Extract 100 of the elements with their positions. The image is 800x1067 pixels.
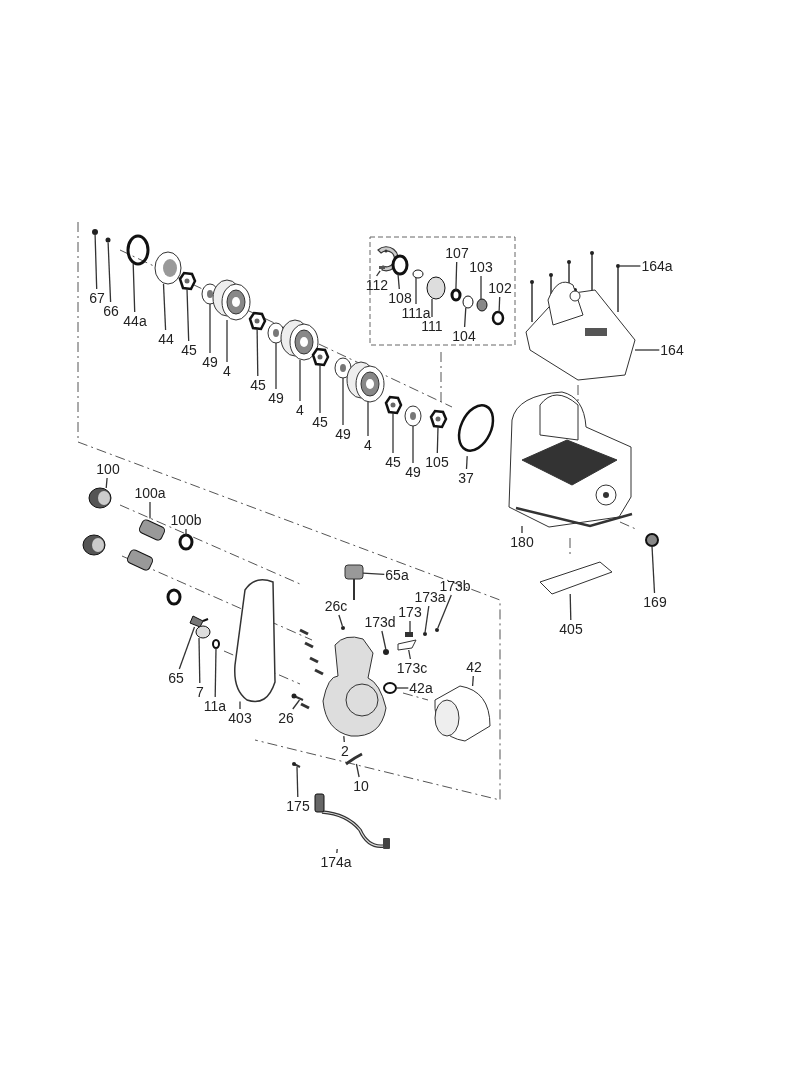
callout-number: 164a	[641, 258, 673, 274]
o-ring	[450, 288, 462, 302]
leader-line	[239, 700, 241, 710]
leader-line	[132, 263, 136, 313]
leader-line	[209, 303, 211, 354]
base-frame	[515, 506, 633, 528]
washer	[404, 405, 422, 427]
hex-nut	[248, 311, 267, 331]
leader-line	[375, 270, 381, 277]
leader-line	[226, 319, 228, 363]
callout-number: 180	[510, 534, 534, 550]
leader-line	[338, 614, 344, 627]
callout-number: 42	[466, 659, 482, 675]
callout-number: 175	[286, 798, 310, 814]
callout-number: 4	[223, 363, 231, 379]
leader-line	[409, 620, 411, 633]
ring	[391, 254, 409, 276]
leader-line	[275, 342, 277, 390]
callout-number: 173d	[364, 614, 396, 630]
callout-number: 164	[660, 342, 684, 358]
callout-number: 66	[103, 303, 119, 319]
leader-line	[480, 275, 482, 300]
callout-number: 49	[335, 426, 351, 442]
top-cover	[525, 281, 636, 381]
callout-number: 405	[559, 621, 583, 637]
leader-line	[105, 477, 108, 489]
hex-nut	[384, 395, 403, 415]
pin	[292, 762, 301, 768]
callout-number: 7	[196, 684, 204, 700]
callout-number: 44a	[123, 313, 147, 329]
callout-number: 26c	[324, 598, 348, 614]
housing-shell	[234, 579, 276, 703]
leader-line	[178, 626, 196, 670]
o-ring	[166, 588, 182, 606]
leader-line	[463, 307, 467, 328]
callout-number: 103	[469, 259, 493, 275]
leader-line	[185, 528, 187, 536]
leader-line	[436, 426, 439, 454]
sensor-cable	[314, 793, 390, 849]
bearing	[280, 319, 319, 361]
screw-head	[423, 632, 427, 636]
washer	[412, 269, 424, 279]
callout-number: 105	[425, 454, 449, 470]
leader-line	[431, 298, 433, 318]
o-ring	[491, 310, 505, 326]
screw-head	[92, 229, 98, 235]
leader-line	[162, 283, 167, 331]
leader-line	[107, 241, 112, 303]
leader-line	[569, 593, 572, 621]
callout-number: 49	[202, 354, 218, 370]
leader-line	[256, 328, 259, 377]
o-ring	[457, 404, 495, 452]
union-nut	[82, 534, 106, 556]
callout-number: 102	[488, 280, 512, 296]
plug	[195, 625, 211, 639]
leader-line	[408, 649, 412, 660]
union-nut	[88, 487, 112, 509]
callout-number: 4	[296, 402, 304, 418]
callout-number: 4	[364, 437, 372, 453]
flange-disc	[426, 276, 446, 300]
callout-number: 107	[445, 245, 469, 261]
screw	[616, 264, 620, 313]
hex-nut	[476, 298, 488, 312]
washer	[462, 295, 474, 309]
leader-line	[619, 265, 642, 267]
leader-line	[415, 277, 417, 305]
leader-line	[336, 848, 338, 854]
pump-body	[322, 636, 387, 737]
leader-line	[94, 234, 98, 290]
hex-nut	[178, 271, 197, 291]
leader-line	[521, 525, 523, 534]
callout-number: 108	[388, 290, 412, 306]
callout-number: 173b	[439, 578, 471, 594]
screw-head	[341, 626, 345, 630]
leader-line	[292, 699, 301, 710]
callout-number: 67	[89, 290, 105, 306]
leader-line	[214, 647, 217, 698]
callout-number: 111a	[401, 305, 431, 321]
leader-line	[651, 545, 656, 594]
screw-head	[435, 628, 439, 632]
callout-number: 45	[385, 454, 401, 470]
end-cap	[645, 533, 659, 547]
callout-number: 11a	[203, 698, 227, 714]
leader-line	[455, 261, 458, 291]
callout-number: 65	[168, 670, 184, 686]
callout-number: 49	[405, 464, 421, 480]
bottom-plate	[539, 561, 613, 595]
leader-line	[498, 296, 501, 313]
callout-number: 112	[365, 277, 389, 293]
callout-number: 10	[353, 778, 369, 794]
o-ring	[383, 682, 397, 694]
hex-nut	[429, 409, 448, 429]
callout-number: 100	[96, 461, 120, 477]
screw-head	[383, 649, 389, 655]
callout-number: 49	[268, 390, 284, 406]
callout-number: 403	[228, 710, 252, 726]
callout-number: 100a	[134, 485, 166, 501]
pressure-tank	[434, 685, 491, 742]
leader-line	[367, 401, 369, 437]
callout-number: 111	[421, 318, 443, 334]
